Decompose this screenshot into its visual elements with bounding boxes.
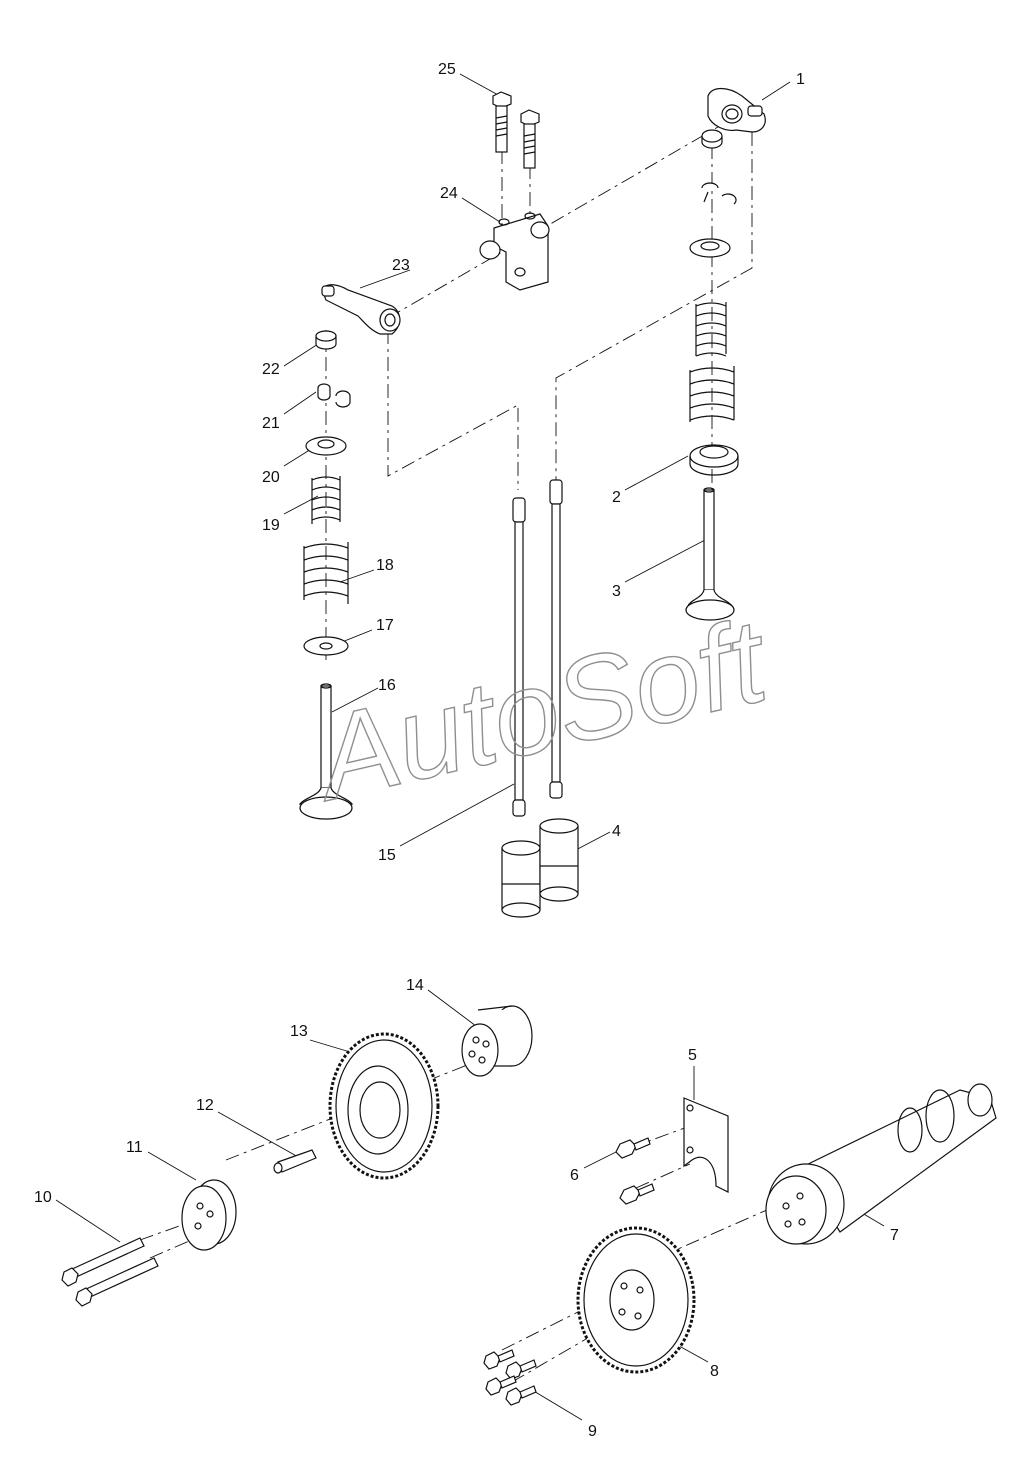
callout-8: 8	[710, 1363, 719, 1380]
outer-spring-18	[303, 542, 349, 604]
callout-17: 17	[376, 617, 394, 634]
push-rod-15	[512, 479, 563, 817]
callout-22: 22	[262, 361, 280, 378]
callout-18: 18	[376, 557, 394, 574]
valve-3	[685, 487, 735, 621]
callout-15: 15	[378, 847, 396, 864]
callout-21: 21	[262, 415, 280, 432]
pin-12	[273, 1149, 317, 1174]
callout-14: 14	[406, 977, 424, 994]
valve-16	[298, 683, 354, 820]
spring-seat-2	[689, 444, 739, 476]
inner-spring-19	[311, 476, 341, 524]
idler-gear-13	[328, 1032, 440, 1180]
valve-springs-right	[689, 302, 735, 422]
gear-bolts-9	[483, 1349, 537, 1406]
cam-thrust-plate-5	[683, 1097, 729, 1193]
thrust-plate-11	[181, 1179, 237, 1251]
spring-retainer-20	[305, 436, 347, 456]
callout-12: 12	[196, 1097, 214, 1114]
rocker-arm-23	[321, 284, 401, 335]
callout-5: 5	[688, 1047, 697, 1064]
rocker-support-24	[479, 212, 550, 291]
callout-3: 3	[612, 583, 621, 600]
watermark-text: AutoSoft	[300, 594, 781, 827]
callout-23: 23	[392, 257, 410, 274]
callout-16: 16	[378, 677, 396, 694]
callout-20: 20	[262, 469, 280, 486]
callout-1: 1	[796, 71, 805, 88]
callout-25: 25	[438, 61, 456, 78]
callout-7: 7	[890, 1227, 899, 1244]
valve-keepers-21	[317, 383, 351, 408]
bolt-25	[492, 91, 540, 169]
valve-cap-22	[315, 330, 337, 350]
callout-11: 11	[126, 1139, 143, 1156]
washer-17	[303, 636, 349, 656]
long-bolts-10	[61, 1237, 159, 1307]
callout-9: 9	[588, 1423, 597, 1440]
callout-4: 4	[612, 823, 621, 840]
callout-10: 10	[34, 1189, 52, 1206]
callout-19: 19	[262, 517, 280, 534]
camshaft-7	[765, 1083, 997, 1245]
tappets-4	[501, 818, 579, 918]
callout-2: 2	[612, 489, 621, 506]
rocker-arm-1	[689, 87, 766, 258]
callout-24: 24	[440, 185, 458, 202]
cam-gear-8	[576, 1226, 696, 1374]
callout-labels: 1 2 3 4 5 6 7 8 9 10 11 12 13 14 15 16 1…	[34, 61, 899, 1440]
screws-6	[615, 1137, 655, 1205]
callout-6: 6	[570, 1167, 579, 1184]
callout-13: 13	[290, 1023, 308, 1040]
idler-hub-14	[461, 1005, 533, 1077]
